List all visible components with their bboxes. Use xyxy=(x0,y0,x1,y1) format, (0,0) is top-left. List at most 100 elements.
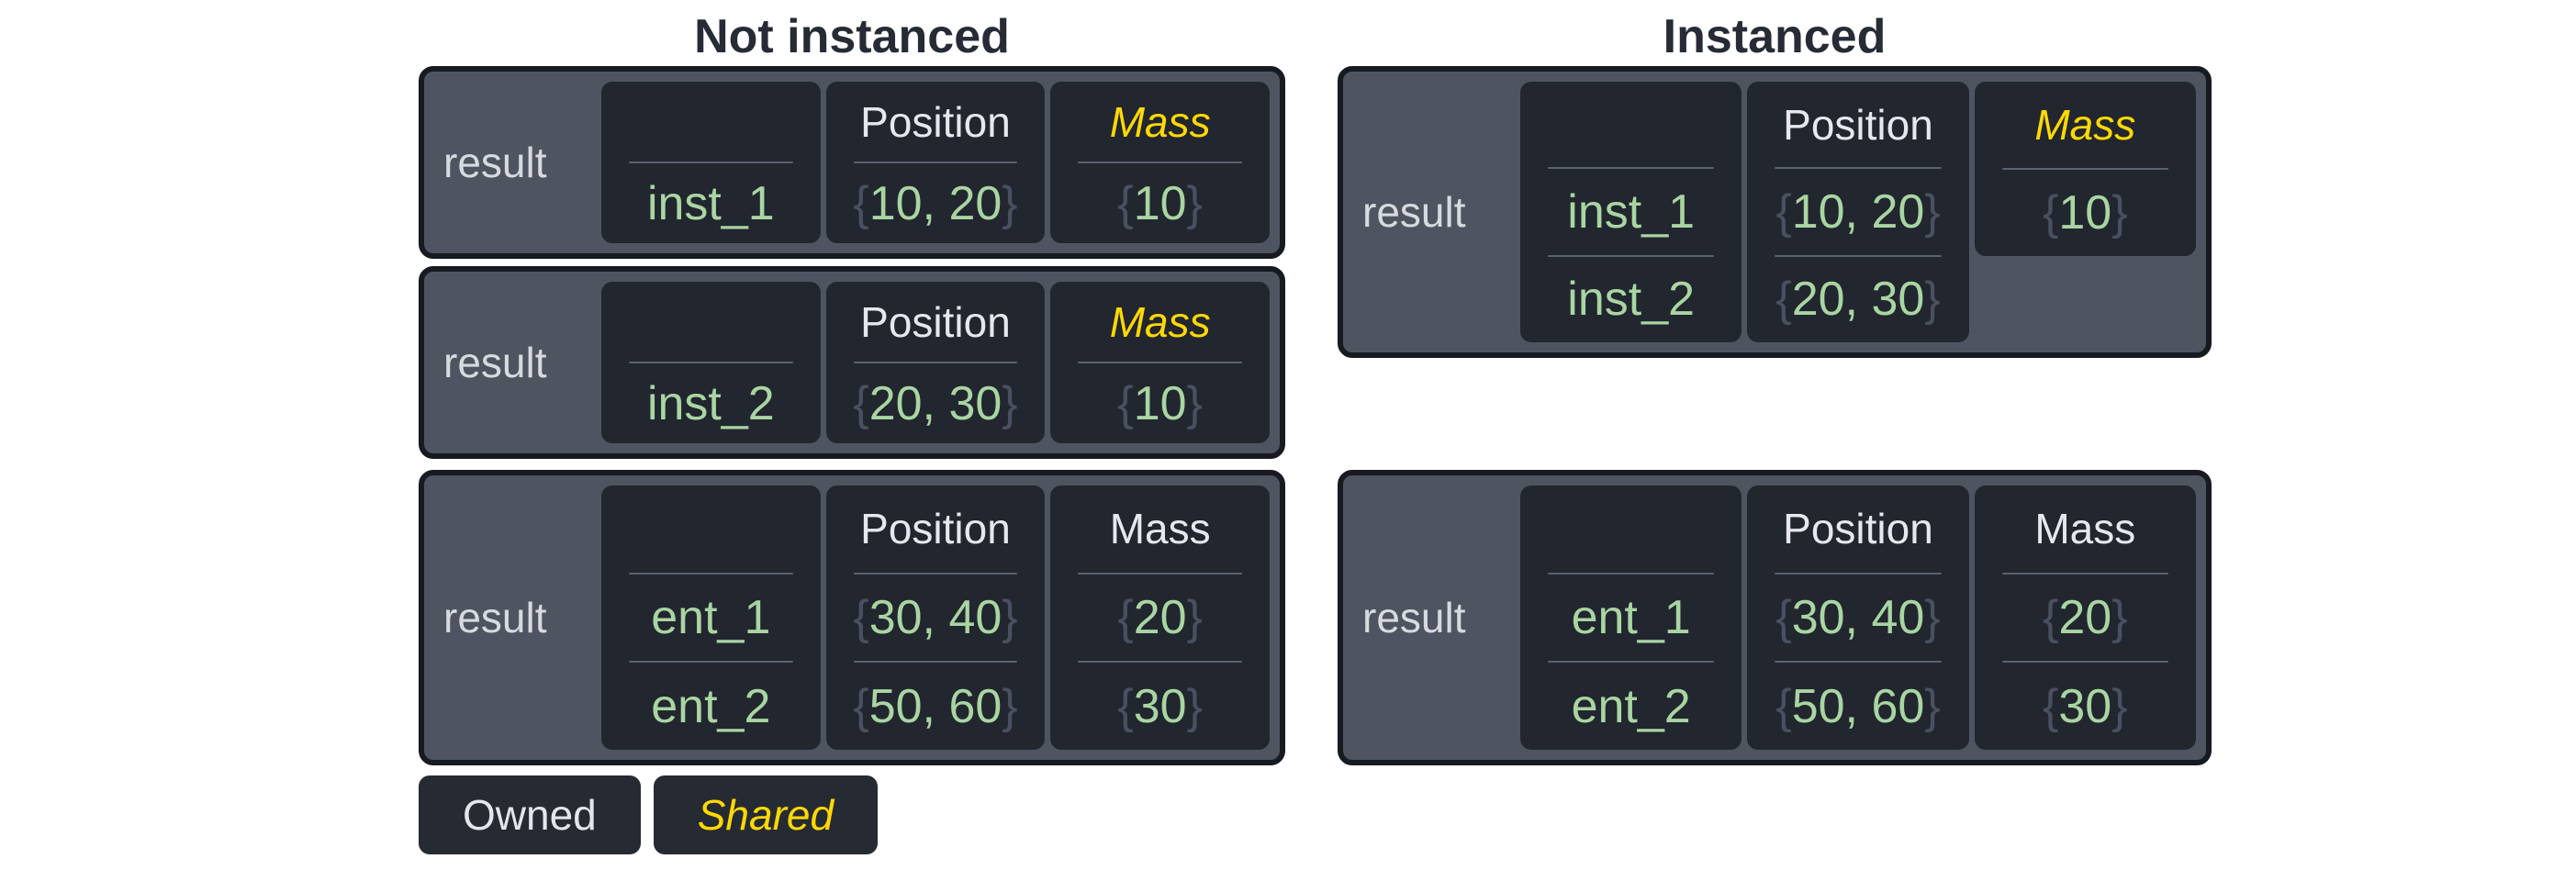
result-label: result xyxy=(443,139,547,186)
table-instanced-entities: result ent_1 ent_2 Position {30, 40} {50… xyxy=(1338,470,2212,765)
columns: inst_2 Position {20, 30} Mass {10} xyxy=(601,282,1270,443)
open-brace: { xyxy=(1117,176,1134,230)
close-brace: } xyxy=(1002,679,1018,733)
position-header: Position xyxy=(860,97,1011,146)
header-divider xyxy=(629,162,793,163)
open-brace: { xyxy=(1775,679,1792,733)
instanced-title: Instanced xyxy=(1663,10,1887,63)
mass-number: 20 xyxy=(2058,591,2112,644)
position-numbers: 50, 60 xyxy=(868,679,1002,733)
entity-name: inst_1 xyxy=(1567,184,1696,239)
open-brace: { xyxy=(853,591,869,644)
close-brace: } xyxy=(1924,679,1941,733)
open-brace: { xyxy=(1775,184,1792,239)
name-column-header-empty xyxy=(1520,82,1742,167)
header-divider xyxy=(1775,167,1942,170)
mass-number: 30 xyxy=(1133,679,1187,733)
close-brace: } xyxy=(1186,679,1203,733)
position-numbers: 20, 30 xyxy=(1791,273,1925,327)
table-instanced-combined: result inst_1 inst_2 Position {10, 20} {… xyxy=(1338,66,2212,358)
close-brace: } xyxy=(1924,273,1941,327)
header-divider xyxy=(853,572,1018,574)
header-divider xyxy=(2001,168,2168,170)
name-column: ent_1 ent_2 xyxy=(601,485,821,750)
mass-header-shared: Mass xyxy=(1109,297,1211,346)
mass-value: {30} xyxy=(1975,663,2196,750)
open-brace: { xyxy=(2043,679,2059,733)
position-value: {30, 40} xyxy=(826,574,1046,662)
table-not-instanced-inst-2: result inst_2 Position {20, 30} Mass {10… xyxy=(419,266,1285,459)
mass-value: {10} xyxy=(1050,363,1270,443)
position-value: {10, 20} xyxy=(1747,169,1968,254)
mass-column: Mass {10} xyxy=(1050,82,1270,243)
close-brace: } xyxy=(1924,591,1941,644)
entity-name: ent_2 xyxy=(1571,679,1691,733)
mass-value: {30} xyxy=(1050,663,1270,750)
position-numbers: 50, 60 xyxy=(1791,679,1925,733)
legend-owned-chip: Owned xyxy=(419,775,641,854)
position-header: Position xyxy=(860,297,1011,346)
row-divider xyxy=(1775,661,1942,664)
mass-number: 10 xyxy=(1133,376,1187,430)
header-divider xyxy=(1078,572,1242,574)
mass-number: 10 xyxy=(2058,186,2112,240)
position-value: {10, 20} xyxy=(826,163,1046,243)
not-instanced-title: Not instanced xyxy=(694,10,1010,63)
header-divider xyxy=(629,362,793,363)
name-column: inst_2 xyxy=(601,282,821,443)
mass-header-shared: Mass xyxy=(2034,101,2136,149)
mass-column-shared: Mass {10} xyxy=(1974,82,2196,256)
mass-number: 20 xyxy=(1133,591,1187,644)
mass-column: Mass {10} xyxy=(1050,282,1270,443)
position-column: Position {20, 30} xyxy=(825,282,1046,443)
result-label: result xyxy=(1362,594,1466,641)
table-not-instanced-entities: result ent_1 ent_2 Position {30, 40} {50… xyxy=(419,470,1285,765)
row-divider xyxy=(629,661,793,664)
header-divider xyxy=(1548,167,1715,170)
name-column-header-empty xyxy=(601,82,821,162)
row-divider xyxy=(2001,661,2168,664)
result-label: result xyxy=(1362,188,1466,236)
open-brace: { xyxy=(1117,591,1134,644)
legend: Owned Shared xyxy=(419,775,1285,854)
header-divider xyxy=(2001,572,2168,574)
row-divider xyxy=(1775,254,1942,257)
close-brace: } xyxy=(2111,186,2128,240)
position-numbers: 30, 40 xyxy=(1791,591,1925,644)
close-brace: } xyxy=(2111,591,2128,644)
header-divider xyxy=(853,162,1018,163)
row-divider xyxy=(1078,661,1242,664)
mass-header-shared: Mass xyxy=(1109,97,1211,146)
close-brace: } xyxy=(1002,591,1018,644)
open-brace: { xyxy=(853,376,869,430)
row-divider xyxy=(1548,254,1715,257)
mass-header: Mass xyxy=(1109,505,1211,553)
close-brace: } xyxy=(1924,184,1941,239)
mass-value: {20} xyxy=(1050,574,1270,662)
position-value: {30, 40} xyxy=(1747,574,1968,662)
header-divider xyxy=(1775,572,1942,574)
entity-name: ent_1 xyxy=(1571,591,1691,644)
open-brace: { xyxy=(1775,273,1792,327)
mass-header: Mass xyxy=(2034,505,2136,553)
name-column-header-empty xyxy=(601,282,821,362)
columns: inst_1 inst_2 Position {10, 20} {20, 30}… xyxy=(1520,82,2196,342)
position-numbers: 20, 30 xyxy=(868,376,1002,430)
position-header: Position xyxy=(860,505,1011,553)
mass-number: 30 xyxy=(2058,679,2112,733)
close-brace: } xyxy=(1186,176,1203,230)
name-column: ent_1 ent_2 xyxy=(1520,485,1742,750)
mass-value: {20} xyxy=(1975,574,2196,662)
result-label: result xyxy=(443,594,547,641)
entity-name: inst_1 xyxy=(646,176,775,230)
close-brace: } xyxy=(2111,679,2128,733)
table-not-instanced-inst-1: result inst_1 Position {10, 20} Mass {10… xyxy=(419,66,1285,259)
open-brace: { xyxy=(2043,591,2059,644)
position-value: {20, 30} xyxy=(1747,257,1968,342)
position-column: Position {10, 20} xyxy=(825,82,1046,243)
shared-mass-value: {10} xyxy=(1975,170,2196,256)
mass-column: Mass {20} {30} xyxy=(1974,485,2196,750)
entity-name: ent_2 xyxy=(651,679,771,733)
position-numbers: 30, 40 xyxy=(868,591,1002,644)
